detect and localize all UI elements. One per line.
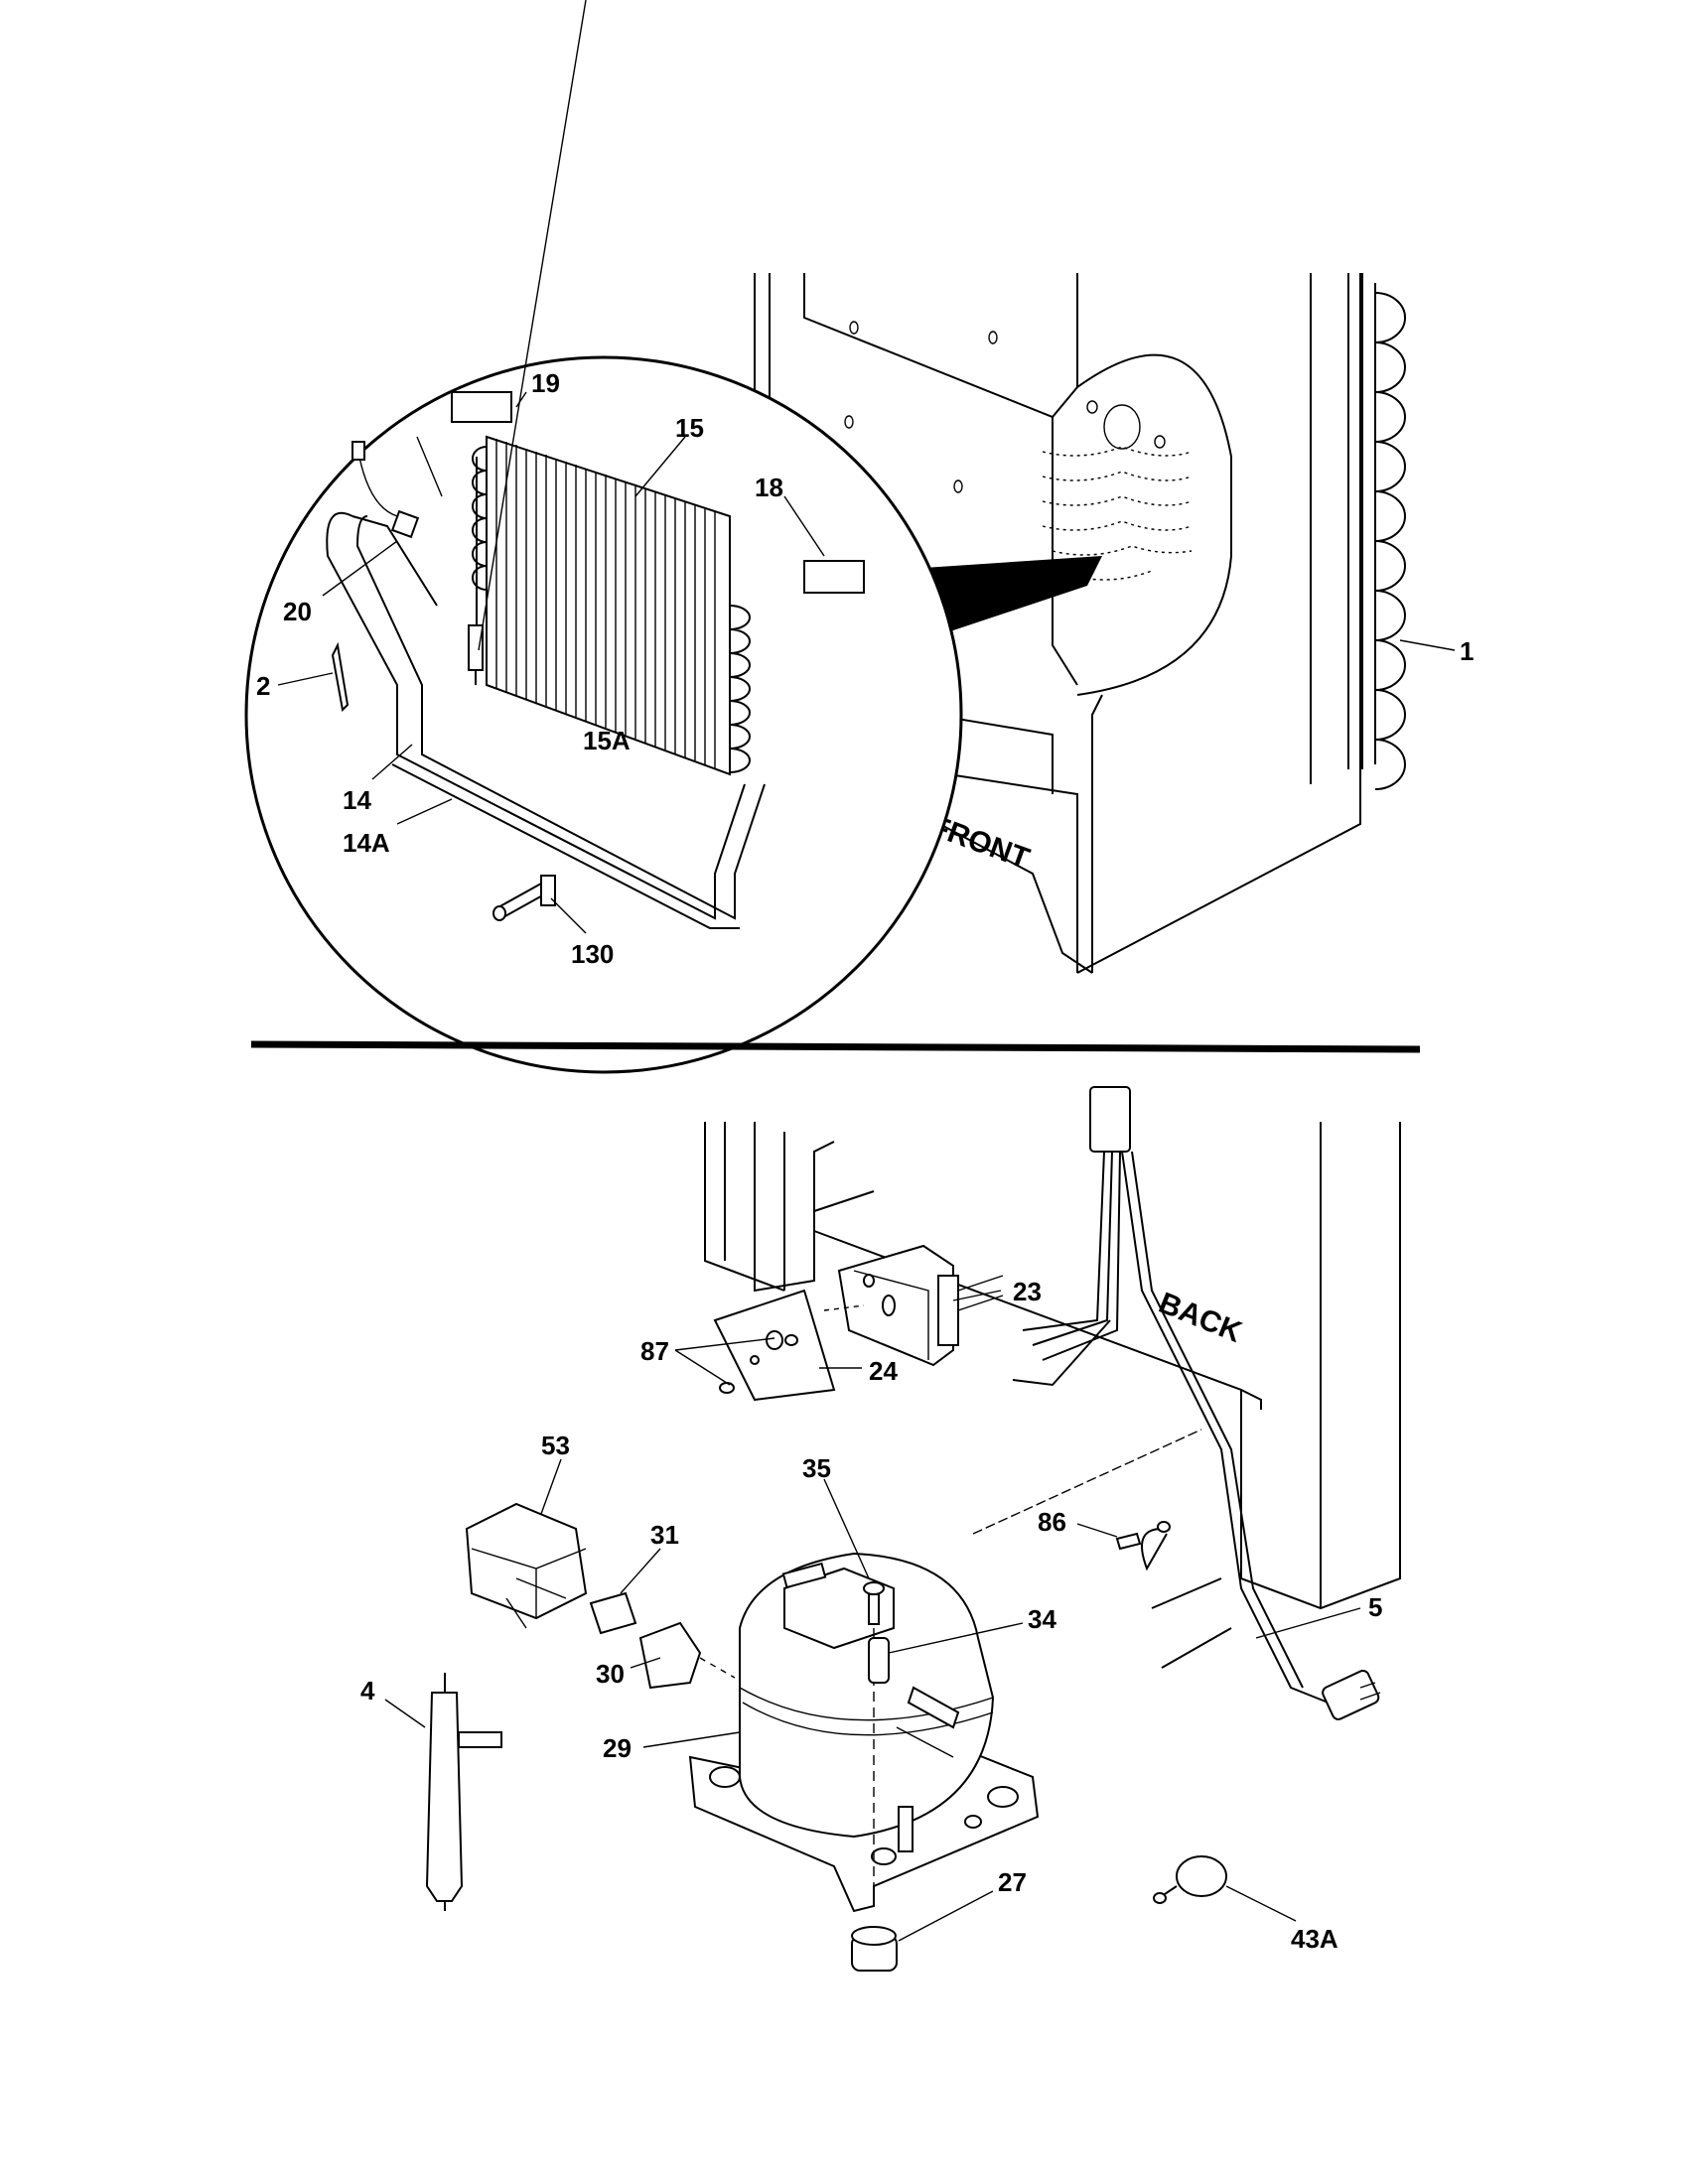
- grommet-27: [851, 1926, 898, 1972]
- defrost-timer: [837, 1244, 1004, 1367]
- label-43a: 43A: [1291, 1924, 1338, 1954]
- ground-screw-86: [1115, 1521, 1171, 1551]
- label-5: 5: [1368, 1592, 1382, 1622]
- bolt-35: [863, 1581, 885, 1906]
- label-27: 27: [998, 1867, 1027, 1897]
- part-130-fitting: [492, 875, 556, 921]
- label-18: 18: [755, 473, 783, 502]
- label-35: 35: [802, 1453, 831, 1483]
- label-15a: 15A: [583, 726, 631, 755]
- compressor: [688, 1552, 1040, 1913]
- label-31: 31: [650, 1520, 679, 1550]
- sleeve-34: [868, 1637, 890, 1684]
- evaporator-detail-circle: 19 15 18 20 2 15A 14 14A 130: [244, 0, 963, 1074]
- label-24: 24: [869, 1356, 898, 1386]
- label-1: 1: [1460, 636, 1474, 666]
- suction-line-tubing: [326, 436, 766, 929]
- label-34: 34: [1028, 1604, 1056, 1634]
- part-18-block: [803, 560, 865, 594]
- label-4: 4: [360, 1676, 375, 1706]
- label-2: 2: [256, 671, 270, 701]
- part-19-block: [451, 391, 512, 423]
- drier-4: [425, 1673, 502, 1911]
- label-14: 14: [343, 785, 371, 815]
- label-19: 19: [531, 368, 560, 398]
- label-14a: 14A: [343, 828, 390, 858]
- relay-cover-53: [465, 1502, 588, 1629]
- screws-87: [719, 1334, 798, 1394]
- section-divider: [250, 1040, 1421, 1053]
- part-2-clip: [331, 641, 350, 713]
- label-29: 29: [603, 1733, 632, 1763]
- timer-bracket: [713, 1289, 865, 1402]
- label-23: 23: [1013, 1277, 1042, 1306]
- relay-31: [589, 1591, 637, 1635]
- label-20: 20: [283, 597, 312, 626]
- part-15a-drain: [468, 624, 484, 685]
- label-53: 53: [541, 1431, 570, 1460]
- label-86: 86: [1038, 1507, 1066, 1537]
- label-30: 30: [596, 1659, 625, 1689]
- back-label: BACK: [1154, 1287, 1246, 1349]
- label-87: 87: [640, 1336, 669, 1366]
- condenser-coil: 1: [1347, 273, 1474, 790]
- wiring-harness: [1012, 1086, 1381, 1720]
- tube-clamp-43a: [1153, 1855, 1227, 1904]
- label-130: 130: [571, 939, 614, 969]
- label-15: 15: [675, 413, 704, 443]
- overload-30: [638, 1621, 736, 1690]
